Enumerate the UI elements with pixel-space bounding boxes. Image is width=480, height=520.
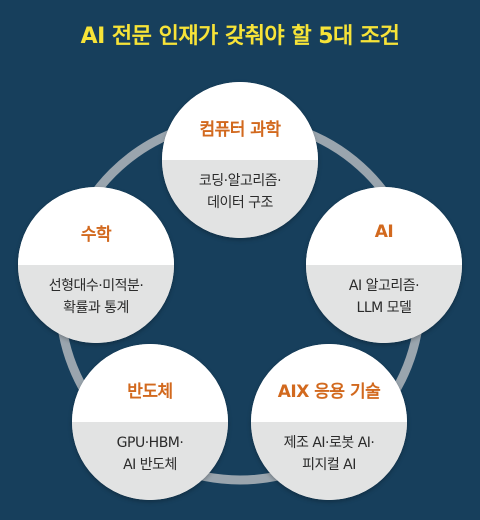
node-heading: AI — [374, 222, 394, 242]
node-top: AIX 응용 기술 — [251, 344, 407, 422]
node-detail-line: 데이터 구조 — [207, 195, 273, 211]
node-detail: AI 알고리즘· LLM 모델 — [306, 265, 462, 343]
node-heading: AIX 응용 기술 — [277, 381, 381, 402]
node-top: 수학 — [18, 187, 174, 265]
node-top: 컴퓨터 과학 — [162, 82, 318, 160]
node-detail-line: AI 반도체 — [123, 457, 177, 473]
node-semiconductor: 반도체 GPU·HBM· AI 반도체 — [72, 344, 228, 500]
node-computer-science: 컴퓨터 과학 코딩·알고리즘· 데이터 구조 — [162, 82, 318, 238]
node-detail: 선형대수·미적분· 확률과 통계 — [18, 265, 174, 343]
node-detail-line: 선형대수·미적분· — [48, 278, 144, 294]
node-aix-applied-tech: AIX 응용 기술 제조 AI·로봇 AI· 피지컬 AI — [251, 344, 407, 500]
node-top: 반도체 — [72, 344, 228, 422]
node-heading: 반도체 — [127, 381, 173, 402]
node-detail: GPU·HBM· AI 반도체 — [72, 422, 228, 500]
node-top: AI — [306, 187, 462, 265]
diagram-title: AI 전문 인재가 갖춰야 할 5대 조건 — [80, 24, 400, 49]
node-detail: 제조 AI·로봇 AI· 피지컬 AI — [251, 422, 407, 500]
node-detail-line: 확률과 통계 — [63, 300, 129, 316]
node-detail-line: GPU·HBM· — [116, 435, 184, 451]
node-detail-line: 코딩·알고리즘· — [198, 173, 282, 189]
node-heading: 수학 — [80, 224, 112, 245]
node-detail-line: 피지컬 AI — [302, 457, 356, 473]
node-detail-line: LLM 모델 — [356, 300, 412, 316]
node-ai: AI AI 알고리즘· LLM 모델 — [306, 187, 462, 343]
node-detail: 코딩·알고리즘· 데이터 구조 — [162, 160, 318, 238]
node-detail-line: 제조 AI·로봇 AI· — [283, 435, 375, 451]
node-detail-line: AI 알고리즘· — [348, 278, 420, 294]
node-heading: 컴퓨터 과학 — [199, 119, 281, 140]
node-mathematics: 수학 선형대수·미적분· 확률과 통계 — [18, 187, 174, 343]
